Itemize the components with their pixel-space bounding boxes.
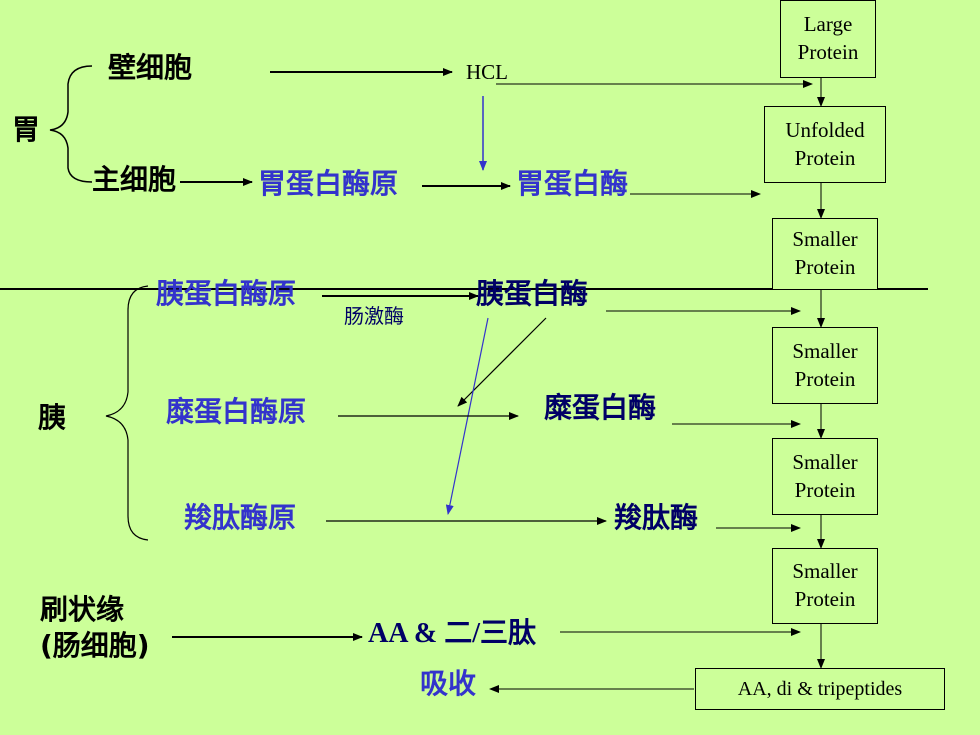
hcl-label: HCL [466,60,508,84]
trypsin-label: 胰蛋白酶 [476,277,589,310]
carboxypeptidase-label: 羧肽酶 [614,501,699,534]
pepsin-label: 胃蛋白酶 [516,167,629,200]
brush-border-label: 刷状缘 [40,593,125,626]
protein-box-line2: Protein [794,145,856,170]
stomach-brace [49,65,93,183]
protein-box-smaller-3: Smaller Protein [772,438,878,515]
protein-box-line2: Protein [794,255,856,279]
protein-box-line1: Smaller [792,449,858,474]
protein-box-line1: Unfolded [785,117,865,142]
pancreas-brace [105,285,149,541]
chief-cell-label: 主细胞 [92,163,177,196]
protein-box-line2: Protein [794,477,856,502]
final-product-text: AA, di & tripeptides [737,677,903,700]
final-product-box: AA, di & tripeptides [695,668,945,710]
chymotrypsinogen-label: 糜蛋白酶原 [166,395,307,428]
protein-box-line1: Smaller [792,338,858,363]
enterokinase-label: 肠激酶 [344,304,404,328]
enterocyte-label: (肠细胞) [40,629,150,662]
protein-box-large: Large Protein [780,0,876,78]
stomach-label: 胃 [12,113,41,146]
trypsinogen-label: 胰蛋白酶原 [156,277,297,310]
protein-box-line1: Large [803,12,853,37]
pancreas-label: 胰 [38,401,67,434]
protein-box-smaller-1: Smaller Protein [772,218,878,290]
absorption-label: 吸收 [420,667,477,700]
products-label: AA & 二/三肽 [368,618,537,649]
protein-box-line2: Protein [797,40,859,64]
procarboxypeptidase-label: 羧肽酶原 [184,501,297,534]
protein-box-unfolded: Unfolded Protein [764,106,886,183]
protein-box-smaller-2: Smaller Protein [772,327,878,404]
parietal-cell-label: 壁细胞 [108,51,193,84]
protein-box-line1: Smaller [792,227,858,252]
trypsin-activates-chymotrypsin-arrow [457,317,547,407]
pepsinogen-label: 胃蛋白酶原 [258,167,399,200]
protein-box-line1: Smaller [792,559,858,584]
protein-box-smaller-4: Smaller Protein [772,548,878,624]
chymotrypsin-label: 糜蛋白酶 [544,391,657,424]
protein-box-line2: Protein [794,587,856,611]
protein-box-line2: Protein [794,366,856,391]
